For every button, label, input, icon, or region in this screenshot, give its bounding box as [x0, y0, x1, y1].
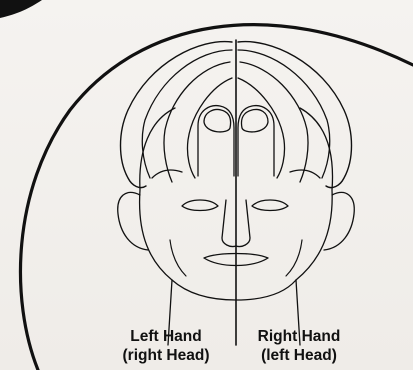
left-thumbnail: [204, 110, 231, 132]
right-hand-outer: [238, 42, 352, 188]
right-hand-finger-3: [238, 78, 285, 178]
left-hand-palm-edge: [152, 170, 182, 178]
left-hand-outer: [121, 42, 233, 188]
right-hand-label: Right Hand: [258, 328, 341, 345]
corner-mark: [0, 0, 42, 18]
left-hand-finger-1: [142, 50, 232, 178]
right-thumbnail: [241, 110, 268, 132]
left-hand-finger-3: [187, 78, 232, 178]
chin: [172, 280, 296, 300]
right-hand-caption: Right Hand (left Head): [238, 327, 360, 365]
right-jaw-line: [286, 240, 302, 276]
left-eye: [182, 200, 218, 211]
right-hand-sublabel: (left Head): [238, 346, 360, 365]
right-hand-palm-edge: [290, 170, 320, 178]
left-hand-caption: Left Hand (right Head): [106, 327, 226, 365]
left-hand-sublabel: (right Head): [106, 346, 226, 365]
right-ear: [324, 192, 354, 250]
outer-arc: [20, 25, 413, 370]
right-eye: [252, 200, 288, 211]
left-jaw-line: [170, 240, 186, 276]
left-ear: [118, 192, 148, 250]
left-hand-finger-2: [164, 62, 230, 182]
left-hand-label: Left Hand: [130, 328, 201, 345]
